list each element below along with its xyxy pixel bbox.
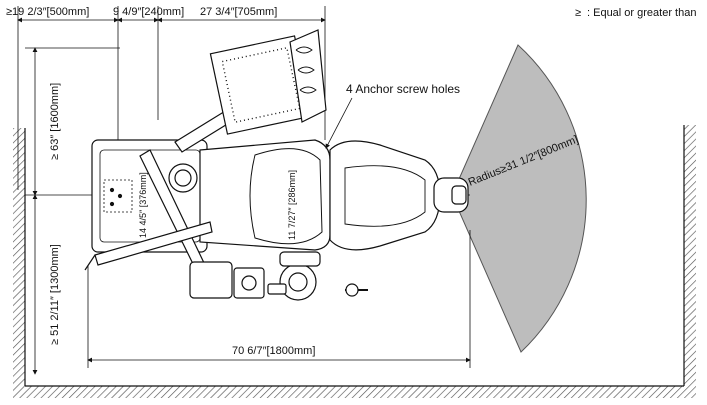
room-walls	[13, 125, 696, 398]
dim-left-lower: ≥ 51 2/11″ [1300mm]	[49, 244, 61, 345]
dim-top-right: 27 3/4″[705mm]	[200, 6, 277, 18]
anchor-leader	[325, 97, 353, 149]
operating-radius-sector	[451, 44, 587, 353]
dim-bottom-width: 70 6/7″[1800mm]	[232, 345, 315, 357]
anchor-holes-label: 4 Anchor screw holes	[346, 82, 460, 96]
dim-top-left: ≥19 2/3″[500mm]	[6, 6, 89, 18]
floor-wall	[13, 386, 696, 398]
left-dimensions	[25, 47, 120, 375]
left-wall	[13, 128, 25, 386]
chair-backrest	[329, 140, 441, 251]
right-wall	[684, 125, 696, 386]
dim-inner-left: 14 4/5″ [376mm]	[138, 172, 148, 238]
foot-control-unit	[189, 261, 233, 299]
legend-text: : Equal or greater than	[587, 7, 696, 19]
top-dimensions	[17, 6, 326, 190]
dim-left-upper: ≥ 63″ [1600mm]	[49, 83, 61, 160]
dental-chair	[84, 29, 469, 301]
dim-top-mid: 9 4/9″[240mm]	[113, 6, 184, 18]
chair-seat	[199, 139, 331, 251]
cuspidor	[168, 163, 198, 193]
bottom-dimension	[87, 230, 471, 368]
dim-inner-seat: 11 7/27″ [286mm]	[287, 170, 297, 240]
legend-symbol: ≥	[575, 7, 581, 19]
foot-pedal	[279, 263, 317, 301]
